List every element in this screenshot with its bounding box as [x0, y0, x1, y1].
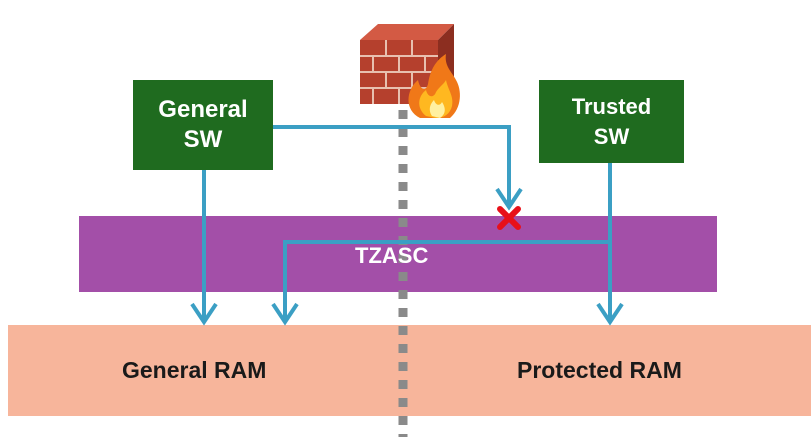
protected-ram-label: Protected RAM [517, 357, 682, 383]
edge-general-sw-to-protected-ram [273, 125, 511, 205]
trusted-sw-box: Trusted SW [539, 80, 684, 163]
edge-trusted-sw-to-general-ram [283, 240, 610, 320]
ram-band [8, 325, 811, 416]
tzasc-label: TZASC [355, 243, 429, 268]
arrowhead-general-ram-right [271, 302, 299, 326]
firewall-icon [360, 24, 460, 118]
arrowhead-protected-ram [596, 302, 624, 326]
arrowhead-general-ram-left [190, 302, 218, 326]
arrowhead-blocked [495, 187, 523, 211]
general-sw-box: General SW [133, 80, 273, 170]
general-sw-label: General SW [158, 96, 248, 153]
red-x-icon [497, 206, 521, 230]
trusted-sw-label: Trusted SW [571, 93, 652, 149]
general-ram-label: General RAM [122, 357, 267, 383]
